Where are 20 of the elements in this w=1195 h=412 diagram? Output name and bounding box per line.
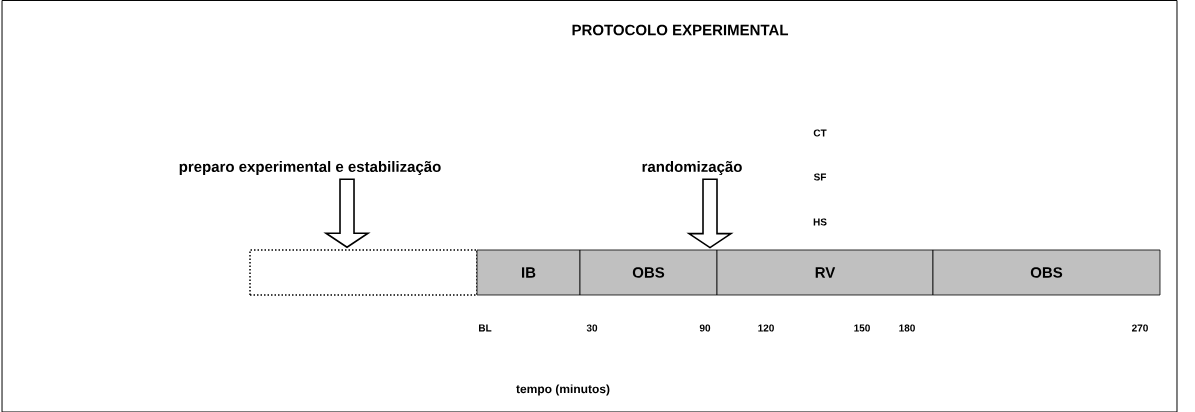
- time-label: 90: [699, 324, 711, 332]
- time-label: 30: [586, 324, 598, 332]
- group-label: SF: [813, 173, 826, 181]
- group-label: CT: [813, 129, 827, 137]
- time-label: BL: [479, 324, 492, 332]
- timeline-segment: OBS: [579, 249, 718, 296]
- title: PROTOCOLO EXPERIMENTAL: [572, 24, 789, 36]
- block-arrow: [686, 178, 734, 249]
- timeline-segment: RV: [716, 249, 934, 296]
- time-label: 120: [758, 324, 774, 332]
- group-label: HS: [813, 218, 827, 226]
- time-label: 180: [899, 324, 915, 332]
- timeline-segment: OBS: [932, 249, 1161, 296]
- annotation-text: preparo experimental e estabilização: [179, 161, 441, 175]
- annotation-text: randomização: [642, 161, 742, 175]
- timeline-segment: IB: [476, 249, 581, 296]
- block-arrow: [323, 178, 371, 249]
- time-label: 270: [1132, 324, 1148, 332]
- axis-title: tempo (minutos): [516, 384, 610, 396]
- time-label: 150: [854, 324, 870, 332]
